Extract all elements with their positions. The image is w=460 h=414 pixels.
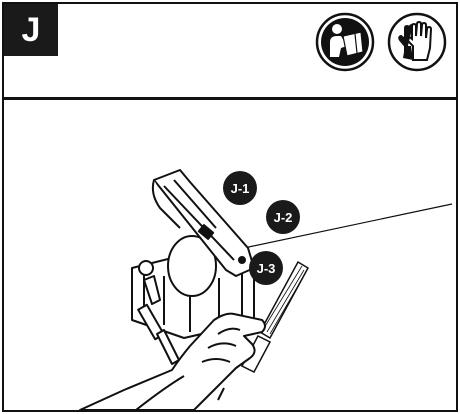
mower-blade <box>151 169 255 277</box>
step-badge: J <box>4 4 58 56</box>
callout-j3-label: J-3 <box>257 261 276 276</box>
panel-header: J <box>4 4 456 100</box>
callout-j2-label: J-2 <box>274 210 293 225</box>
gloved-hand <box>79 312 266 410</box>
callout-j2: J-2 <box>266 200 300 234</box>
callout-j1: J-1 <box>223 171 257 205</box>
callout-j1-label: J-1 <box>231 181 250 196</box>
maintenance-illustration: J-1 J-2 J-3 <box>79 169 453 410</box>
step-letter: J <box>21 11 41 49</box>
leader-line <box>243 203 453 249</box>
callout-j3: J-3 <box>249 251 283 285</box>
read-manual-icon <box>315 12 375 72</box>
wear-gloves-icon <box>387 12 447 72</box>
